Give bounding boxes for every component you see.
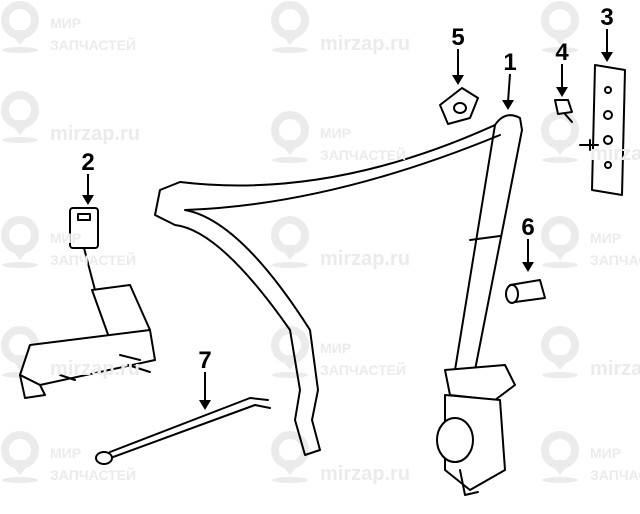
- watermark: МИР ЗАПЧАСТЕЙ: [50, 230, 136, 268]
- svg-text:mirzap.ru: mirzap.ru: [590, 358, 640, 380]
- callout-number: 7: [198, 347, 211, 374]
- part-5-cover: [439, 87, 479, 125]
- watermark: МИР ЗАПЧАСТЕЙ: [50, 15, 136, 53]
- svg-text:mirzap.ru: mirzap.ru: [320, 463, 410, 485]
- svg-text:mirzap.ru: mirzap.ru: [50, 358, 140, 380]
- watermark: МИР ЗАПЧАСТЕЙ: [320, 340, 406, 378]
- callout-number: 6: [521, 214, 534, 241]
- watermark-logo: [271, 326, 309, 378]
- svg-text:ЗАПЧАСТЕЙ: ЗАПЧАСТЕЙ: [50, 36, 136, 53]
- watermark: МИР ЗАПЧАСТЕЙ: [50, 445, 136, 483]
- watermark: МИР ЗАПЧАСТЕЙ: [590, 445, 640, 483]
- callout-number: 2: [81, 149, 94, 176]
- callout-layer: 1 2 3 4 5 6 7: [81, 4, 614, 410]
- part-4-bolt: [554, 99, 573, 123]
- svg-text:ЗАПЧАСТЕЙ: ЗАПЧАСТЕЙ: [590, 251, 640, 268]
- arrow-down-icon: [522, 262, 534, 272]
- watermark-logo: [541, 1, 579, 53]
- watermark: mirzap.ru: [320, 33, 410, 55]
- svg-text:mirzap.ru: mirzap.ru: [320, 248, 410, 270]
- arrow-down-icon: [601, 52, 613, 62]
- watermark: МИР ЗАПЧАСТЕЙ: [320, 125, 406, 163]
- svg-text:mirzap.ru: mirzap.ru: [590, 143, 640, 165]
- svg-text:ЗАПЧАСТЕЙ: ЗАПЧАСТЕЙ: [320, 146, 406, 163]
- part-7-rod: [95, 397, 271, 465]
- watermark-logo: [541, 326, 579, 378]
- callout-5: 5: [451, 24, 465, 85]
- watermark: mirzap.ru: [590, 143, 640, 165]
- watermark: mirzap.ru: [590, 358, 640, 380]
- part-2-buckle: [19, 207, 156, 399]
- part-6-cap: [505, 279, 546, 304]
- svg-text:mirzap.ru: mirzap.ru: [50, 123, 140, 145]
- callout-2: 2: [81, 149, 95, 205]
- arrow-down-icon: [452, 75, 464, 85]
- svg-text:ЗАПЧАСТЕЙ: ЗАПЧАСТЕЙ: [50, 466, 136, 483]
- watermark-logo: [271, 1, 309, 53]
- watermark-logo: [541, 216, 579, 268]
- svg-text:МИР: МИР: [50, 15, 81, 31]
- part-1-shoulder-belt-retractor: [154, 114, 523, 496]
- svg-text:МИР: МИР: [320, 340, 351, 356]
- svg-text:МИР: МИР: [50, 445, 81, 461]
- watermark-logo: [1, 1, 39, 53]
- watermark: МИР ЗАПЧАСТЕЙ: [590, 230, 640, 268]
- arrow-down-icon: [199, 400, 211, 410]
- callout-number: 4: [555, 39, 569, 66]
- callout-number: 3: [600, 4, 613, 31]
- callout-1: 1: [502, 49, 517, 110]
- svg-text:МИР: МИР: [590, 230, 621, 246]
- callout-number: 1: [503, 49, 516, 76]
- watermark-logo: [1, 431, 39, 483]
- svg-text:МИР: МИР: [320, 125, 351, 141]
- callout-4: 4: [555, 39, 569, 97]
- arrow-down-icon: [502, 100, 514, 110]
- svg-text:МИР: МИР: [590, 445, 621, 461]
- callout-leader: [507, 73, 511, 103]
- watermark-logo-layer: [1, 1, 579, 483]
- watermark-logo: [1, 216, 39, 268]
- svg-text:ЗАПЧАСТЕЙ: ЗАПЧАСТЕЙ: [590, 466, 640, 483]
- svg-text:ЗАПЧАСТЕЙ: ЗАПЧАСТЕЙ: [50, 251, 136, 268]
- watermark-logo: [271, 431, 309, 483]
- callout-7: 7: [198, 347, 212, 410]
- svg-text:mirzap.ru: mirzap.ru: [320, 33, 410, 55]
- watermark-logo: [271, 111, 309, 163]
- svg-text:МИР: МИР: [50, 230, 81, 246]
- watermark: mirzap.ru: [50, 358, 140, 380]
- watermark: mirzap.ru: [320, 248, 410, 270]
- part-3-height-adjuster: [579, 64, 626, 196]
- watermark: mirzap.ru: [50, 123, 140, 145]
- watermark-logo: [1, 91, 39, 143]
- arrow-down-icon: [556, 87, 568, 97]
- watermark: mirzap.ru: [320, 463, 410, 485]
- watermark-logo: [271, 216, 309, 268]
- callout-6: 6: [521, 214, 535, 272]
- callout-3: 3: [600, 4, 614, 62]
- svg-text:ЗАПЧАСТЕЙ: ЗАПЧАСТЕЙ: [320, 361, 406, 378]
- arrow-down-icon: [82, 195, 94, 205]
- watermark-logo: [541, 431, 579, 483]
- watermark-logo: [541, 111, 579, 163]
- callout-number: 5: [451, 24, 464, 51]
